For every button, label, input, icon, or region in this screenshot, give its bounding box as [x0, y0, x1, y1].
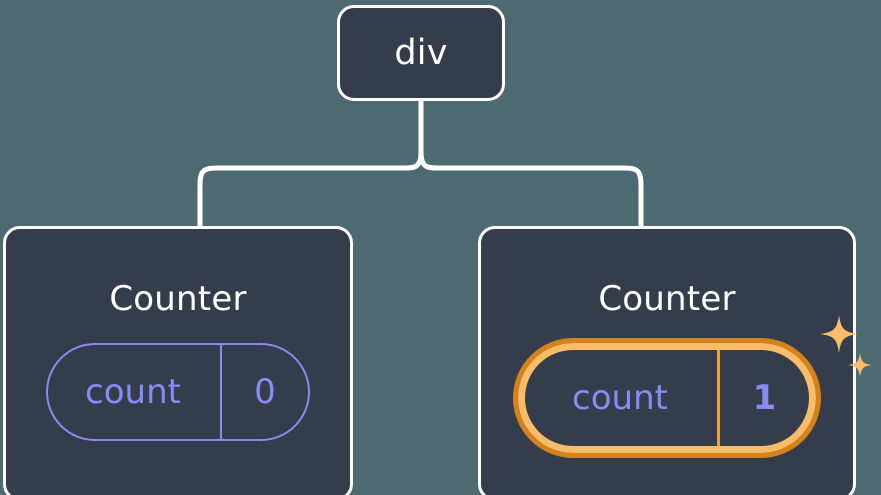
node-counter-right[interactable]: Counter count 1 [478, 226, 872, 495]
sparkle-small-icon [848, 353, 872, 377]
state-pill-wrap-left: count 0 [46, 343, 310, 441]
node-counter-right-title: Counter [598, 279, 736, 319]
connector-branch-left [197, 151, 424, 226]
state-value-label-left: 0 [220, 345, 308, 439]
state-pill-count-right[interactable]: count 1 [513, 338, 821, 458]
node-counter-left[interactable]: Counter count 0 [3, 226, 353, 495]
node-counter-left-title: Counter [109, 279, 247, 319]
state-key-label-left: count [85, 372, 181, 412]
state-value-label-right: 1 [717, 350, 809, 446]
connector-branch-right [418, 151, 644, 226]
state-pill-count-left[interactable]: count 0 [46, 343, 310, 441]
node-div[interactable]: div [337, 5, 505, 101]
state-key-label-right: count [572, 378, 668, 418]
node-div-label: div [394, 32, 448, 73]
state-pill-wrap-right: count 1 [513, 315, 872, 458]
sparkles-group [820, 315, 872, 377]
sparkle-large-icon [820, 315, 858, 353]
